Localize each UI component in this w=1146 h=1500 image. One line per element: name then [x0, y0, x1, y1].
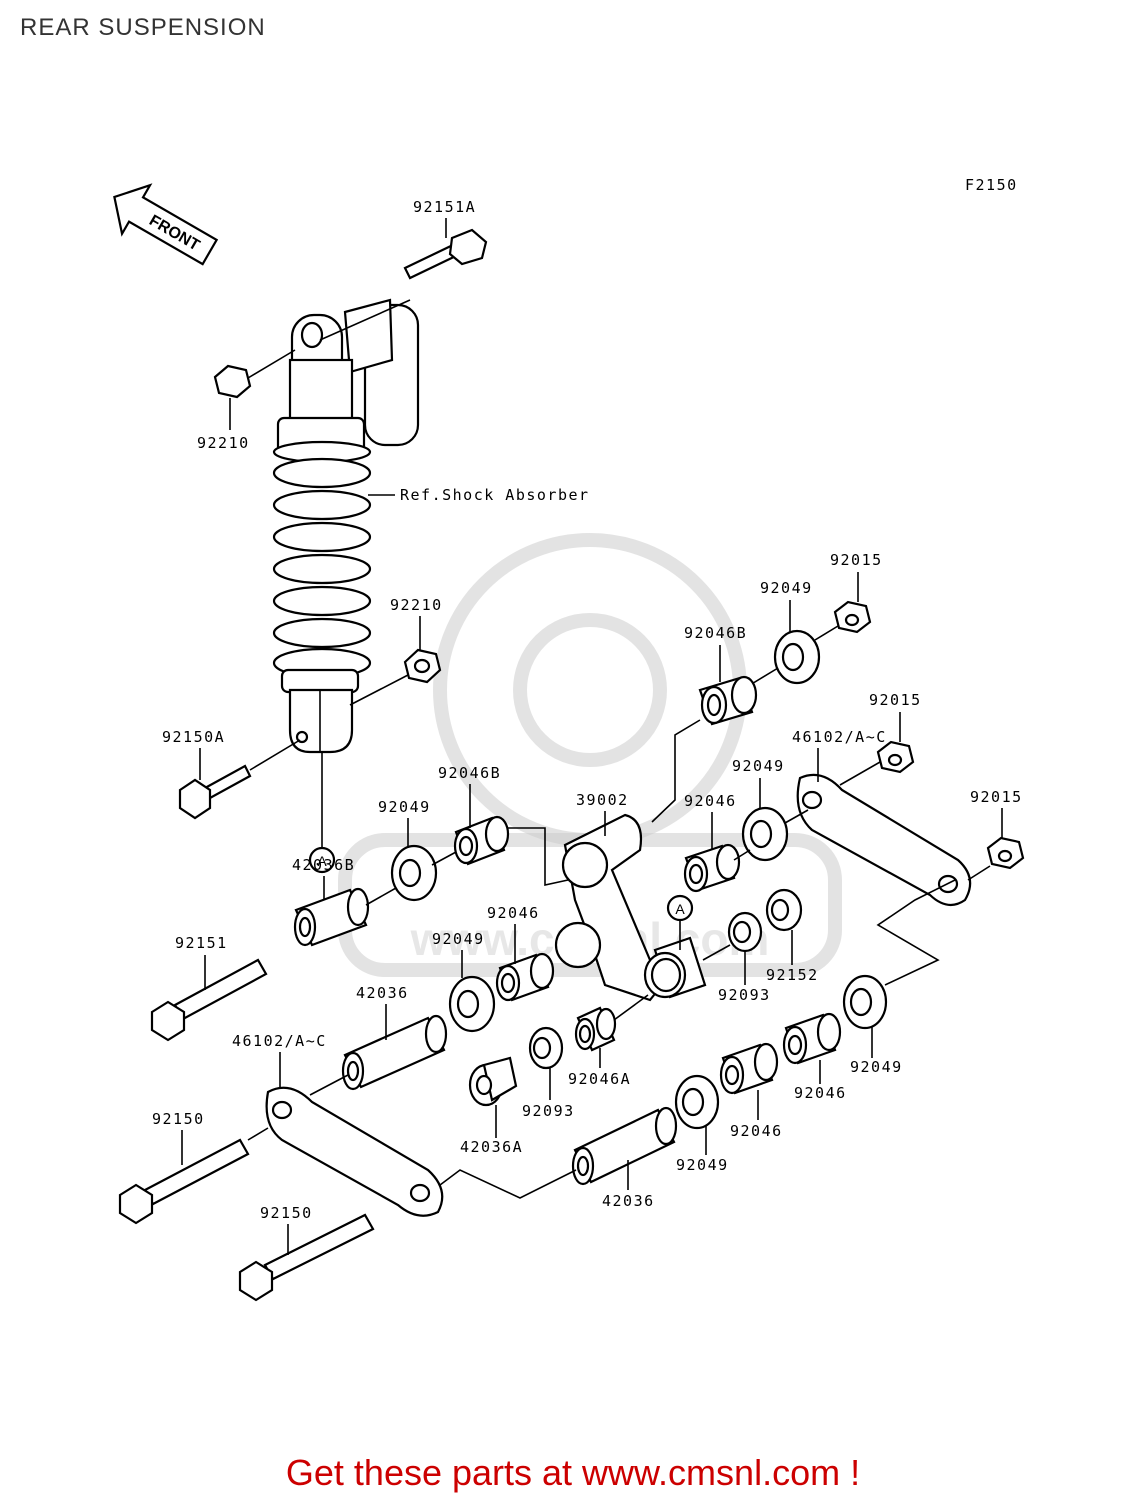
bearing-92046-right: 92046 — [782, 1012, 847, 1102]
label-92150-lower: 92150 — [260, 1204, 313, 1222]
page-title: REAR SUSPENSION — [20, 14, 266, 41]
label-42036A: 42036A — [460, 1138, 523, 1156]
figure-code: F2150 — [965, 176, 1018, 194]
bolt-92151A: 92151A — [319, 198, 488, 341]
nut-92210-upper: 92210 — [197, 349, 296, 452]
label-46102-upper: 46102/A~C — [792, 728, 887, 746]
bearing-92046-mid: 92046 — [683, 792, 741, 893]
label-92046A: 92046A — [568, 1070, 631, 1088]
nut-92015-right: 92015 — [970, 788, 1025, 870]
collar-42036B: 42036B — [292, 856, 370, 947]
footer-link[interactable]: Get these parts at www.cmsnl.com ! — [285, 1452, 861, 1493]
label-92049-right: 92049 — [850, 1058, 903, 1076]
bearing-92046A: 92046A — [568, 1006, 631, 1088]
label-92015-mid: 92015 — [869, 691, 922, 709]
bearing-92046-lower: 92046 — [719, 1042, 783, 1140]
bolt-92151: 92151 — [150, 934, 268, 1042]
bearing-92046-left: 92046 — [487, 904, 555, 1002]
label-92046-mid: 92046 — [684, 792, 737, 810]
ref-note: Ref.Shock Absorber — [400, 486, 590, 504]
label-42036B: 42036B — [292, 856, 355, 874]
label-92210-upper: 92210 — [197, 434, 250, 452]
bearing-92046B-left: 92046B — [438, 764, 510, 866]
collar-92049-left: 92049 — [378, 798, 438, 902]
label-92049-mid: 92049 — [732, 757, 785, 775]
label-46102-lower: 46102/A~C — [232, 1032, 327, 1050]
collar-92049-right: 92049 — [842, 974, 903, 1076]
collar-92049-mid: 92049 — [732, 757, 789, 862]
shock-spring — [272, 457, 372, 679]
label-92046B-top: 92046B — [684, 624, 747, 642]
collar-42036A: 42036A — [460, 1056, 523, 1156]
label-92046-lower: 92046 — [730, 1122, 783, 1140]
label-42036-lower: 42036 — [602, 1192, 655, 1210]
collar-92049-lower-left: 92049 — [432, 930, 496, 1033]
collar-92049-top: 92049 — [760, 579, 821, 685]
label-92150A: 92150A — [162, 728, 225, 746]
bearing-92046B-top: 92046B — [684, 624, 758, 726]
label-42036-upper: 42036 — [356, 984, 409, 1002]
nut-92015-mid: 92015 — [869, 691, 922, 774]
label-92046-right: 92046 — [794, 1084, 847, 1102]
bolt-92150A: 92150A — [162, 728, 301, 820]
front-arrow-icon: FRONT — [113, 183, 219, 266]
ref-mark-a-shock: A — [317, 853, 327, 869]
seal-92093-right: 92093 — [718, 911, 771, 1004]
label-92093-right: 92093 — [718, 986, 771, 1004]
link-46102-upper: 46102/A~C — [792, 728, 972, 907]
link-46102-lower: 46102/A~C — [232, 1032, 444, 1217]
label-92093-lower: 92093 — [522, 1102, 575, 1120]
label-92046B-left: 92046B — [438, 764, 501, 782]
label-92015-top: 92015 — [830, 551, 883, 569]
label-92151A: 92151A — [413, 198, 476, 216]
label-92015-right: 92015 — [970, 788, 1023, 806]
ref-mark-a-rocker: A — [675, 901, 685, 917]
collar-42036-lower: 42036 — [571, 1106, 678, 1210]
seal-92093-lower: 92093 — [522, 1026, 575, 1120]
label-92049-top: 92049 — [760, 579, 813, 597]
cap-92152: 92152 — [765, 888, 819, 984]
label-92049-left: 92049 — [378, 798, 431, 816]
collar-42036-upper: 42036 — [341, 984, 448, 1091]
nut-92015-top: 92015 — [830, 551, 883, 634]
collar-92049-lower: 92049 — [674, 1074, 729, 1174]
label-39002: 39002 — [576, 791, 629, 809]
label-92049-lower-left: 92049 — [432, 930, 485, 948]
label-92210-lower: 92210 — [390, 596, 443, 614]
label-92151: 92151 — [175, 934, 228, 952]
nut-92210-lower: 92210 — [349, 596, 443, 706]
label-92150-upper: 92150 — [152, 1110, 205, 1128]
rocker-arm-39002: 39002 — [554, 791, 707, 1002]
label-92152: 92152 — [766, 966, 819, 984]
shock-absorber — [272, 298, 420, 754]
label-92049-lower: 92049 — [676, 1156, 729, 1174]
bolt-92150-upper: 92150 — [118, 1110, 250, 1225]
label-92046-left: 92046 — [487, 904, 540, 922]
bolt-92150-lower: 92150 — [238, 1204, 375, 1302]
